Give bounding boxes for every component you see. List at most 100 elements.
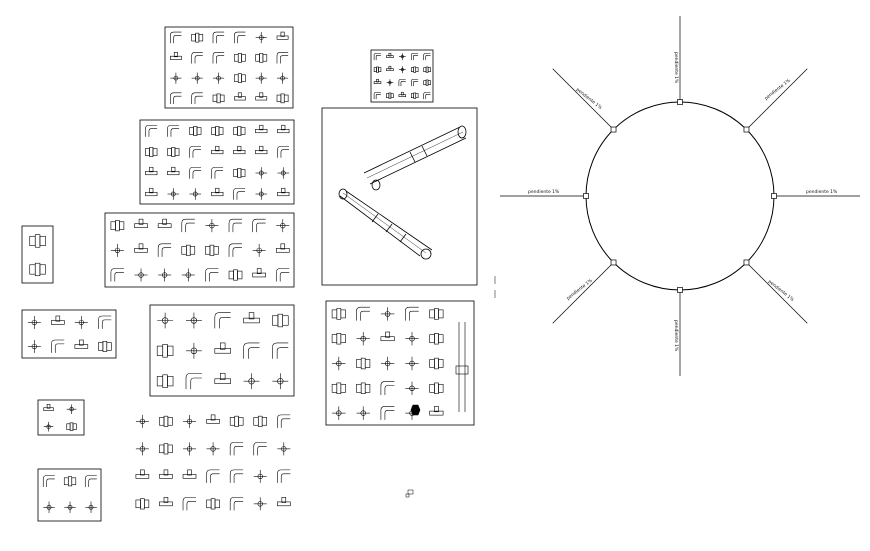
fitting-symbol [233,187,246,200]
radial-pipe-line [552,262,614,324]
radial-pipe-line [746,68,808,130]
fitting-symbol [170,92,182,104]
fitting-symbol [277,442,291,456]
fitting-symbol [74,339,89,349]
fitting-symbol [134,268,148,282]
fitting-symbol [356,406,370,420]
fitting-symbol [373,78,382,84]
isometric-pipe-upper [363,125,467,191]
fitting-symbol [206,469,220,483]
fitting-symbol [255,167,268,179]
fitting-symbol [234,53,246,63]
fitting-symbol [255,188,268,200]
fitting-symbol [27,340,41,353]
fitting-symbol [212,52,225,64]
fitting-symbol [29,234,46,248]
small-marks [405,276,496,498]
block-frame-junctions [149,304,295,397]
fitting-symbol [182,469,197,479]
fitting-symbol [206,442,220,456]
fitting-symbol [253,469,267,483]
fitting-symbol [380,331,395,342]
fitting-symbol [380,381,395,396]
fitting-symbol [272,373,289,390]
fitting-symbol [405,356,419,371]
fitting-symbol [331,382,346,394]
fitting-symbol [233,145,246,155]
fitting-symbol [429,357,444,370]
fitting-symbol [272,342,289,359]
fitting-symbol [205,219,219,233]
hex-nut-symbol [410,404,421,416]
fitting-symbol [429,382,444,394]
fitting-symbol [253,415,268,427]
fitting-symbol [405,381,419,396]
block-frame-symbols-small [370,49,434,103]
fitting-symbol [380,406,395,420]
fitting-symbol [234,73,246,83]
fitting-symbol [135,469,150,479]
fitting-symbol [229,497,244,511]
fitting-symbol [373,52,381,61]
fitting-symbol [255,53,268,63]
block-frame-isometric-pipes [321,107,478,286]
fitting-symbol [27,316,41,329]
block-frame-elbow-fittings [139,119,295,205]
fitting-symbol [51,315,65,325]
isometric-pipes [338,125,467,260]
fitting-symbol [277,167,290,179]
fitting-symbol [255,124,268,134]
block-frame-small-fittings [21,225,54,284]
fitting-symbol [423,52,431,61]
fitting-symbol [410,66,419,73]
fitting-symbol [429,406,444,416]
fitting-symbol [183,414,196,428]
ring-junction-fitting [743,259,750,266]
fitting-symbol [64,501,76,514]
fitting-symbol [423,91,431,100]
fitting-symbol [181,268,195,282]
fitting-symbol [277,469,291,483]
fitting-symbol [228,243,243,257]
pipe-fitting-symbols [27,31,444,514]
fitting-symbol [84,475,97,488]
fitting-symbol [170,72,182,84]
fitting-symbol [98,340,112,352]
fitting-symbol [253,497,267,511]
fitting-symbol [98,315,112,329]
ring-junction-fitting [677,99,683,105]
ring-junction-fitting [743,126,750,133]
fitting-symbol [191,92,203,104]
fitting-symbol [157,312,174,329]
fitting-symbol [159,469,173,479]
radial-pipe-line [746,262,808,324]
fitting-symbol [429,308,444,320]
fitting-symbol [110,243,124,257]
fitting-symbol [167,188,180,200]
fitting-symbol [380,307,395,321]
fitting-symbol [43,501,55,514]
fitting-symbol [43,421,54,432]
fitting-symbol [276,219,290,233]
fitting-symbol [331,308,346,320]
label-pendiente-lower-left: pendiente 1% [566,277,595,301]
fitting-symbol [229,442,244,456]
fitting-symbol [252,243,266,257]
fitting-symbol [170,31,182,44]
fitting-symbol [255,145,268,155]
fitting-symbol [74,316,88,329]
isometric-pipe-lower [338,188,433,260]
fitting-symbol [272,313,289,328]
label-pendiente-top: pendiente 1% [673,52,679,84]
fitting-symbol [243,373,260,390]
fitting-symbol [255,72,267,84]
fitting-symbol [157,218,172,228]
fitting-symbol [411,78,419,87]
fitting-symbol [277,414,291,428]
fitting-symbol [229,469,244,483]
fitting-symbol [145,166,158,176]
fitting-symbol [110,220,125,232]
fitting-symbol [332,356,346,371]
fitting-symbol [211,145,224,155]
